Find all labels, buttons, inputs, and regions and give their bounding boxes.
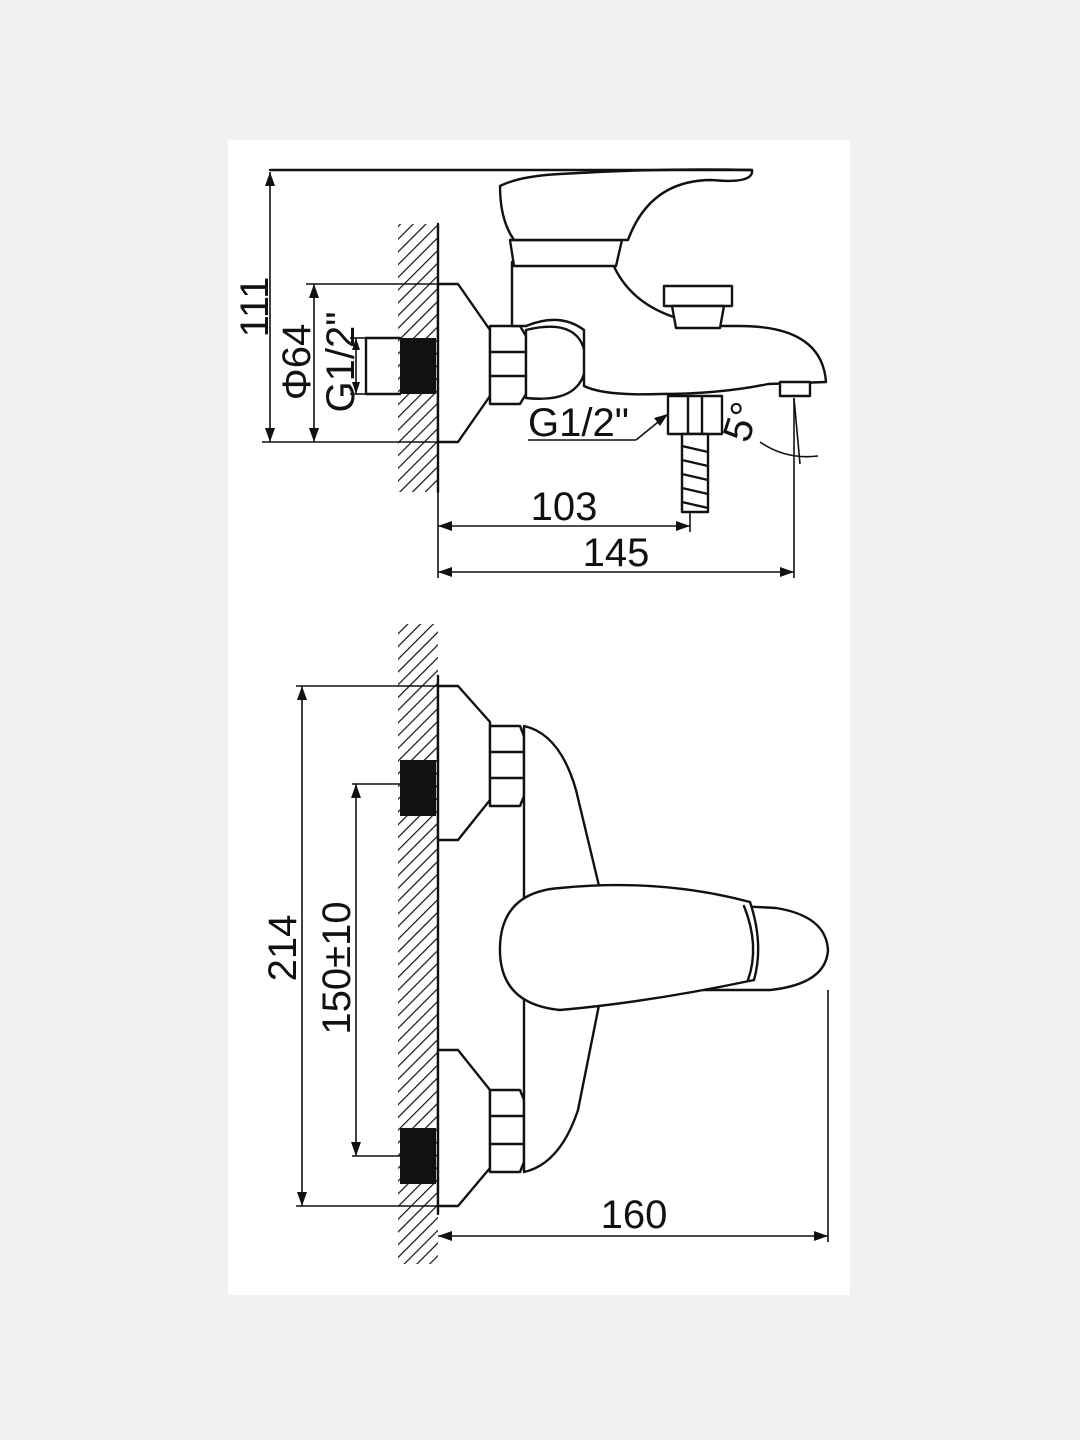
lever-handle xyxy=(498,168,754,242)
hose-rib-5 xyxy=(680,500,710,510)
label-centers-150: 150±10 xyxy=(315,901,359,1034)
hose-rib-1 xyxy=(680,444,710,454)
label-diameter-64: Φ64 xyxy=(275,324,319,400)
hose-rib-4 xyxy=(680,486,710,496)
hose-rib-3 xyxy=(680,472,710,482)
hose-outlet-nut xyxy=(666,394,724,436)
hose-rib-2 xyxy=(680,458,710,468)
label-outlet-thread: G1/2" xyxy=(528,401,629,445)
label-projection-160: 160 xyxy=(601,1193,668,1237)
top-view: 214 150±10 160 xyxy=(261,624,830,1264)
lower-thread-block xyxy=(400,1128,436,1184)
label-depth-103: 103 xyxy=(531,485,598,529)
label-height-111: 111 xyxy=(233,277,277,338)
label-inlet-thread: G1/2" xyxy=(319,312,363,413)
upper-thread-block xyxy=(400,760,436,816)
spout-angle-inclined xyxy=(793,397,801,465)
lever-edge xyxy=(742,904,755,982)
diverter-knob-cap xyxy=(662,284,734,308)
label-width-214: 214 xyxy=(261,915,305,982)
cartridge-cap xyxy=(508,238,624,268)
lever-top xyxy=(498,883,760,1012)
side-view: 111 Φ64 G1/2" G1/2" 5° 103 145 xyxy=(233,168,828,578)
label-depth-145: 145 xyxy=(583,531,650,575)
spout-angle-arc xyxy=(759,441,819,458)
lower-nut xyxy=(488,1088,526,1174)
upper-nut xyxy=(488,724,526,808)
inlet-thread-block xyxy=(400,338,436,394)
spout-aerator xyxy=(778,380,812,398)
diverter-knob-stem xyxy=(670,304,726,330)
hex-nut xyxy=(488,324,528,406)
connector-arm xyxy=(524,325,588,400)
